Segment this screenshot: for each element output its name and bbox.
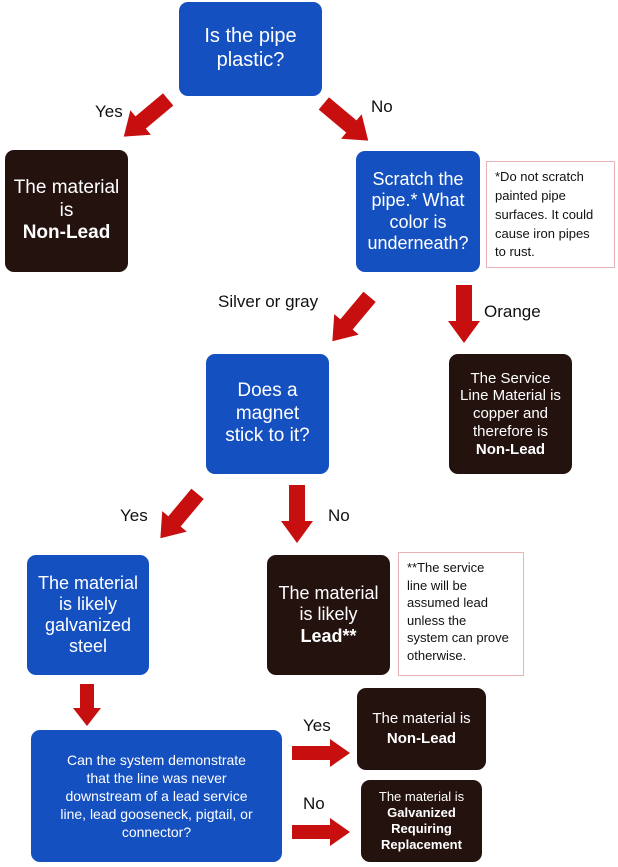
node-text: magnet [235, 402, 300, 424]
node-text: therefore is [472, 422, 549, 440]
node-text: Line Material is [460, 387, 561, 405]
node-text: that the line was never [86, 769, 227, 786]
node-text: underneath? [367, 232, 469, 253]
note-text: cause iron pipes [495, 225, 590, 241]
arrow-orange [448, 285, 480, 343]
arrow-galvanized-down [73, 684, 101, 726]
node-text: Is the pipe [204, 25, 297, 48]
node-text: is likely [299, 604, 358, 625]
result-non-lead: The material is Non-Lead [5, 150, 128, 272]
result-likely-galvanized: The material is likely galvanized steel [27, 555, 149, 675]
arrow-yes-plastic [123, 93, 174, 137]
note-text: unless the [407, 612, 467, 628]
edge-label-no-demonstrate: No [303, 794, 325, 813]
edge-label-orange: Orange [484, 302, 541, 321]
note-text: surfaces. It could [495, 206, 594, 222]
note-text: **The service [407, 560, 485, 575]
note-text: otherwise. [407, 647, 467, 663]
scratch-footnote: *Do not scratch painted pipe surfaces. I… [486, 161, 615, 268]
node-bold-text: Lead** [300, 625, 357, 646]
question-scratch-pipe: Scratch the pipe.* What color is underne… [356, 151, 480, 272]
note-text: to rust. [495, 244, 535, 260]
arrow-silver-gray [332, 291, 376, 342]
node-text: downstream of a lead service [65, 787, 248, 804]
arrow-yes-demonstrate [292, 739, 350, 767]
node-text: galvanized [44, 615, 132, 635]
node-text: pipe.* What [371, 190, 465, 211]
arrow-no-plastic [318, 97, 369, 141]
node-text: plastic? [216, 49, 285, 71]
result-likely-lead: The material is likely Lead** [267, 555, 390, 675]
node-text: line, lead gooseneck, pigtail, or [60, 806, 253, 823]
edge-label-yes-demonstrate: Yes [303, 716, 331, 735]
node-text: steel [68, 636, 108, 657]
node-bold-text: Galvanized [387, 804, 456, 820]
edge-label-no-magnet: No [328, 506, 350, 525]
node-text: Does a [237, 380, 298, 402]
node-text: is likely [58, 593, 117, 614]
edge-label-yes-magnet: Yes [120, 506, 148, 525]
node-text: color is [389, 211, 447, 232]
node-text: The material [13, 177, 120, 199]
node-text: copper and [472, 405, 549, 423]
node-text: The material [37, 572, 139, 593]
edge-label-yes-plastic: Yes [95, 102, 123, 121]
node-bold-text: Non-Lead [22, 222, 111, 244]
edge-label-silver-gray: Silver or gray [218, 292, 319, 311]
note-text: assumed lead [407, 595, 488, 611]
node-text: The material is [378, 788, 465, 804]
node-bold-text: Non-Lead [386, 730, 457, 747]
note-text: line will be [407, 577, 467, 593]
node-text: The material [278, 583, 379, 604]
node-bold-text: Non-Lead [475, 440, 546, 458]
arrow-no-magnet [281, 485, 313, 543]
note-text: painted pipe [495, 187, 566, 203]
arrow-yes-magnet [160, 488, 204, 539]
node-text: The material is [372, 709, 471, 727]
node-text: The Service [470, 369, 551, 387]
node-text: Scratch the [372, 169, 464, 190]
result-copper-non-lead: The Service Line Material is copper and … [449, 354, 572, 474]
node-bold-text: Replacement [381, 837, 462, 853]
note-text: system can prove [407, 630, 509, 646]
node-text: connector? [121, 824, 192, 841]
question-demonstrate-never-downstream: Can the system demonstrate that the line… [31, 730, 282, 862]
arrow-no-demonstrate [292, 818, 350, 846]
lead-footnote: **The service line will be assumed lead … [398, 552, 524, 676]
note-text: *Do not scratch [495, 169, 584, 184]
result-galvanized-requiring-replacement: The material is Galvanized Requiring Rep… [361, 780, 482, 862]
node-text: Can the system demonstrate [67, 751, 246, 768]
question-is-pipe-plastic: Is the pipe plastic? [179, 2, 322, 96]
result-non-lead-final: The material is Non-Lead [357, 688, 486, 770]
node-text: is [59, 199, 74, 221]
node-text: stick to it? [225, 425, 310, 447]
edge-label-no-plastic: No [371, 97, 393, 116]
node-bold-text: Requiring [391, 821, 452, 836]
question-magnet: Does a magnet stick to it? [206, 354, 329, 474]
